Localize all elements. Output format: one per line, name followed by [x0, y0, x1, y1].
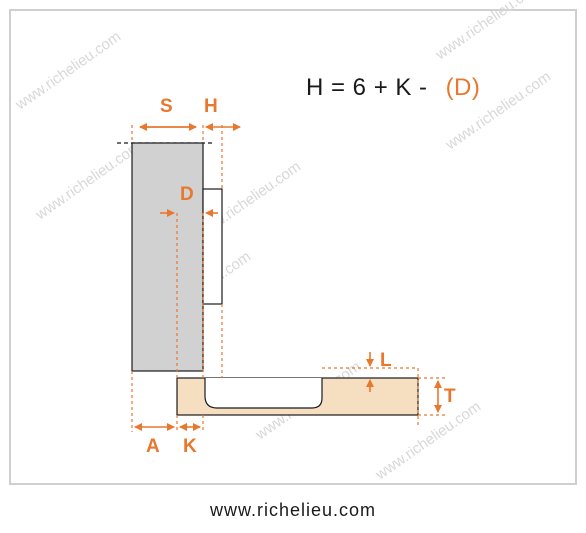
dimension-arrows [134, 123, 442, 431]
formula-main: H = 6 + K - [306, 74, 428, 101]
formula-accent: (D) [445, 74, 481, 101]
hinge-cup-cutout [204, 378, 323, 409]
label-t: T [444, 386, 456, 407]
label-l: L [380, 350, 392, 371]
svg-text:www.richelieu.com: www.richelieu.com [32, 138, 144, 224]
label-k: K [183, 436, 197, 457]
footer-url: www.richelieu.com [209, 500, 377, 520]
outer-frame [9, 9, 577, 485]
label-a: A [146, 436, 160, 457]
svg-text:www.richelieu.com: www.richelieu.com [12, 28, 124, 114]
formula: H = 6 + K - (D) [306, 74, 480, 102]
guide-lines [131, 125, 448, 432]
label-h: H [204, 96, 218, 117]
label-d: D [180, 184, 194, 205]
cabinet-side-panel [131, 142, 204, 372]
hinge-plate [202, 188, 223, 305]
label-s: S [160, 96, 173, 117]
